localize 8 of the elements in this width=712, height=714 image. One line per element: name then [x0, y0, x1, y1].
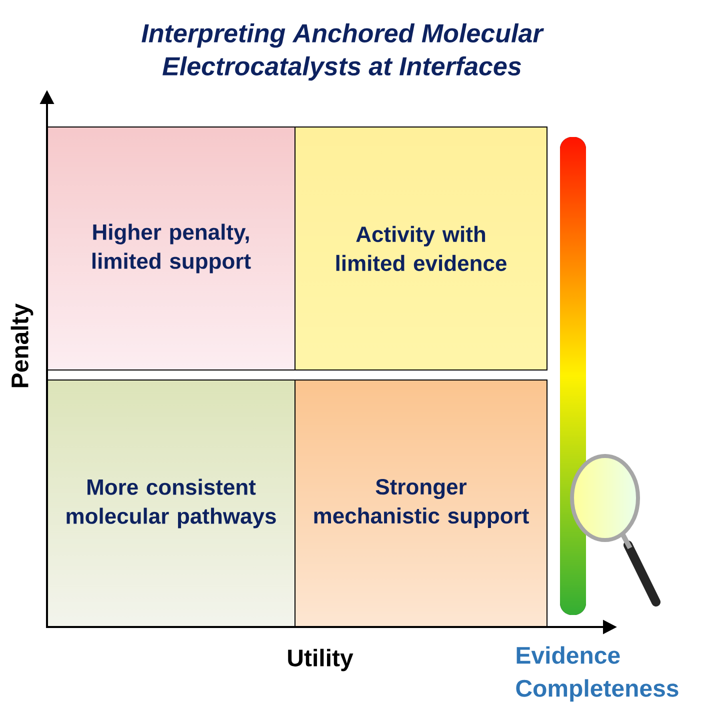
quadrant-box: More consistent molecular pathways: [46, 380, 296, 628]
axis-label: Penalty: [10, 303, 34, 388]
quadrant-box: Higher penalty, limited support: [46, 126, 296, 370]
axis-label: Utility: [288, 648, 354, 672]
title: Interpreting Anchored Molecular Electrocatalysts at Interfaces: [142, 23, 544, 81]
scale-label: Evidence Completeness: [516, 646, 678, 702]
quadrant-box: Stronger mechanistic support: [294, 380, 548, 628]
quadrant-box: Activity with limited evidence: [294, 126, 548, 370]
